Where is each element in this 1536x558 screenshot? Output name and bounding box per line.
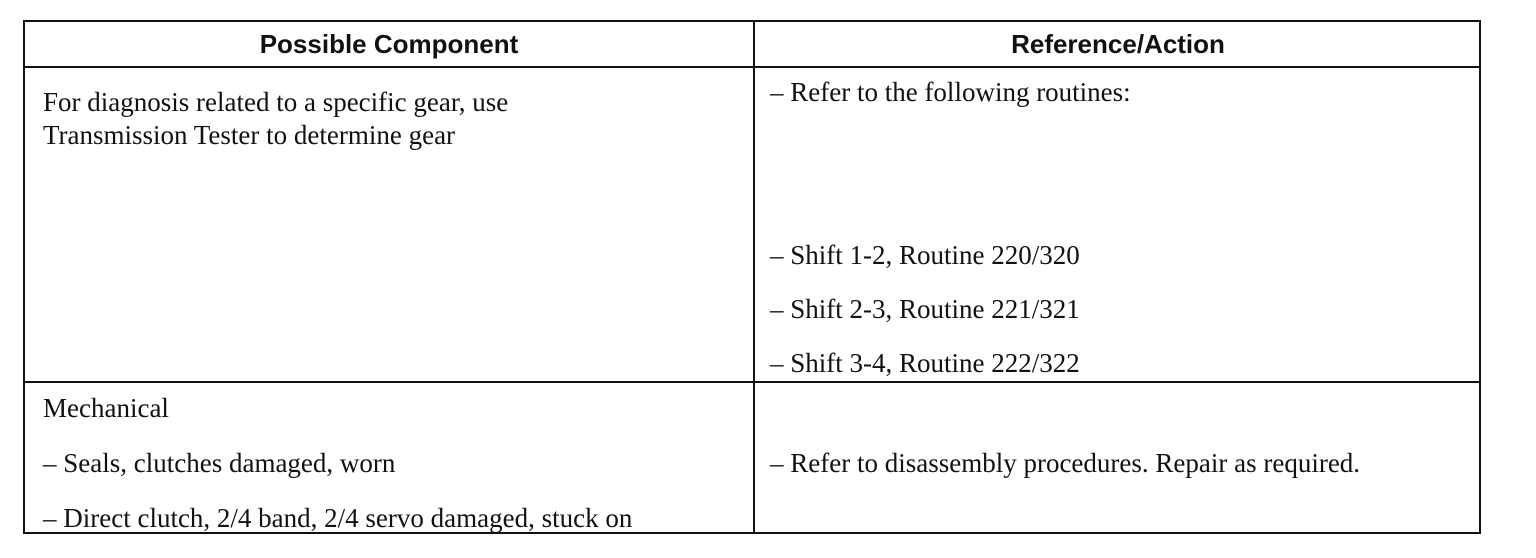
header-divider [25,66,1479,68]
row1-action-intro: – Refer to the following routines: [770,77,1131,107]
header-reference-action: Reference/Action [1011,28,1225,59]
row2-component-title: Mechanical [43,393,169,423]
column-divider [753,22,755,532]
row2-action: – Refer to disassembly procedures. Repai… [770,448,1361,478]
row1-action-item-shift-3-4: – Shift 3-4, Routine 222/322 [770,348,1080,378]
diagnosis-table: Possible Component Reference/Action For … [23,20,1481,534]
header-possible-component: Possible Component [259,28,519,59]
row-divider [25,381,1479,383]
row1-action-item-shift-2-3: – Shift 2-3, Routine 221/321 [770,294,1080,324]
row2-component-item-direct-clutch: – Direct clutch, 2/4 band, 2/4 servo dam… [43,503,633,533]
row1-component-line1: For diagnosis related to a specific gear… [43,87,509,117]
row1-action-item-shift-1-2: – Shift 1-2, Routine 220/320 [770,240,1080,270]
row1-component-line2: Transmission Tester to determine gear [43,120,456,150]
row2-component-item-seals: – Seals, clutches damaged, worn [43,448,396,478]
